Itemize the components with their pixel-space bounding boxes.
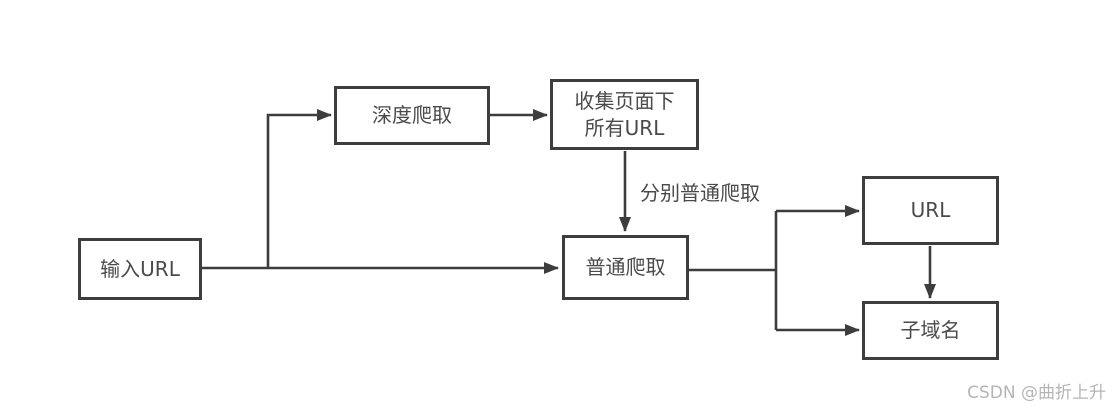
node-deep-crawl: 深度爬取 (334, 86, 490, 145)
edge-label-separate-normal-crawl: 分别普通爬取 (640, 181, 760, 205)
node-normal-crawl: 普通爬取 (562, 235, 689, 300)
node-url: URL (862, 176, 999, 245)
node-collect-urls-label-line2: 所有URL (584, 115, 665, 140)
edge-input-to-deep (266, 109, 332, 268)
node-subdomain-label: 子域名 (900, 318, 961, 342)
node-normal-crawl-label: 普通爬取 (585, 255, 666, 279)
node-url-label: URL (910, 198, 951, 222)
node-subdomain: 子域名 (862, 301, 999, 360)
node-input-url-label: 输入URL (100, 256, 180, 281)
node-collect-urls-label-line1: 收集页面下 (574, 88, 675, 113)
csdn-watermark: CSDN @曲折上升 (967, 383, 1106, 403)
node-deep-crawl-label: 深度爬取 (372, 103, 452, 127)
node-input-url: 输入URL (78, 238, 202, 300)
node-collect-urls: 收集页面下 所有URL (550, 79, 699, 150)
